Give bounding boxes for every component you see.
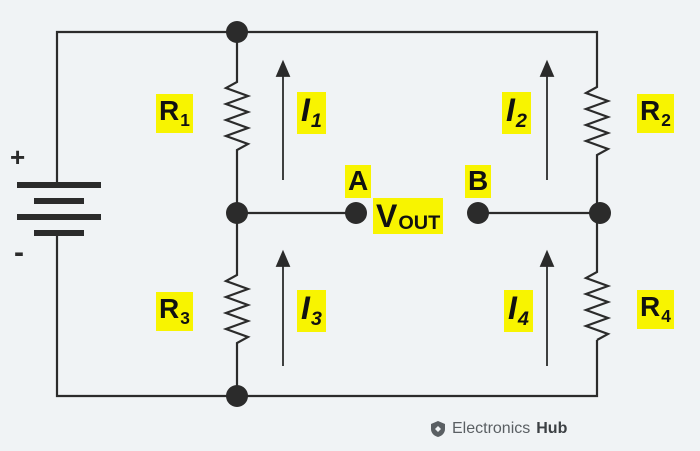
resistor-r2 xyxy=(582,80,612,162)
battery-minus-sign: - xyxy=(14,236,24,269)
label-node-b: B xyxy=(465,165,492,198)
label-i2: I2 xyxy=(502,92,531,134)
battery-plate-3 xyxy=(17,214,101,220)
battery-plate-2 xyxy=(34,198,84,204)
junction-bottom xyxy=(226,385,248,407)
label-r4: R4 xyxy=(637,290,674,329)
shield-icon xyxy=(431,421,445,437)
electronics-hub-watermark: Electronics Hub xyxy=(430,420,567,438)
watermark-brand: Electronics xyxy=(452,420,531,437)
label-i1: I1 xyxy=(297,92,326,134)
terminal-a xyxy=(345,202,367,224)
label-node-a: A xyxy=(345,165,372,198)
wire-top xyxy=(55,30,599,145)
wire-bottom xyxy=(55,262,599,398)
arrow-i1-head xyxy=(275,59,291,77)
label-vout: VOUT xyxy=(373,198,444,234)
watermark-brand-bold: Hub xyxy=(536,420,568,437)
terminal-b xyxy=(467,202,489,224)
label-i4: I4 xyxy=(504,290,533,332)
label-i3: I3 xyxy=(297,290,326,332)
junction-left xyxy=(226,202,248,224)
label-r2: R2 xyxy=(637,94,674,133)
junction-right xyxy=(589,202,611,224)
arrow-i2-head xyxy=(539,59,555,77)
resistor-r3 xyxy=(222,268,252,350)
arrow-i3-head xyxy=(275,249,291,267)
resistor-r4 xyxy=(582,265,612,341)
resistor-r1 xyxy=(222,75,252,157)
arrow-i4-head xyxy=(539,249,555,267)
label-r1: R1 xyxy=(156,94,193,133)
battery-plus-sign: + xyxy=(10,142,26,172)
junction-top xyxy=(226,21,248,43)
battery-plate-1 xyxy=(17,182,101,188)
label-r3: R3 xyxy=(156,292,193,331)
battery-plate-4 xyxy=(34,230,84,236)
